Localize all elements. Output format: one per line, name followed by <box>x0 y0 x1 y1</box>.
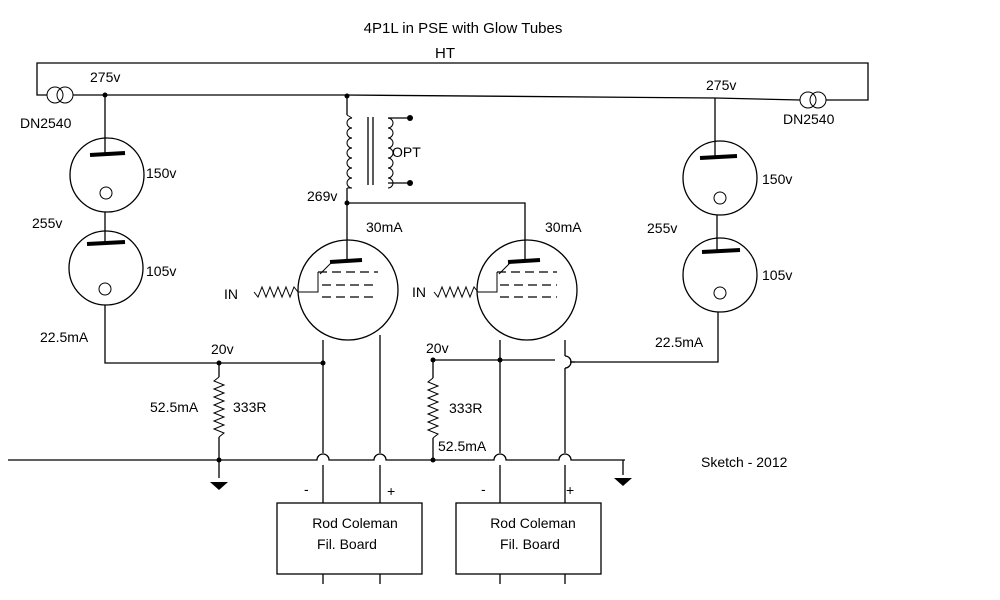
sketch-note: Sketch - 2012 <box>701 454 788 470</box>
left-mid-voltage: 255v <box>32 215 62 231</box>
ccs-right-label: DN2540 <box>783 111 835 127</box>
right-rail-voltage: 275v <box>706 77 736 93</box>
right-mid-voltage: 255v <box>647 220 677 236</box>
ht-rail-label: HT <box>435 45 455 62</box>
filament-board-left: Rod Coleman Fil. Board <box>276 502 423 575</box>
tube-left-input: IN <box>224 286 238 302</box>
right-glow-current: 22.5mA <box>655 334 704 350</box>
output-transformer <box>344 93 526 262</box>
left-resistor-current: 52.5mA <box>150 399 199 415</box>
ground-bus <box>8 453 632 486</box>
left-resistor-value: 333R <box>233 399 266 415</box>
fil-right-plus: + <box>566 482 574 498</box>
ccs-right <box>799 91 827 109</box>
opt-tap-voltage: 269v <box>307 188 337 204</box>
filament-leads <box>322 465 566 584</box>
ccs-left <box>46 86 74 104</box>
fil-left-minus: - <box>304 481 309 497</box>
filament-board-right: Rod Coleman Fil. Board <box>455 502 602 575</box>
tube-left <box>253 239 399 453</box>
ccs-left-label: DN2540 <box>20 115 72 131</box>
right-bias-voltage: 20v <box>426 340 449 356</box>
diagram-title: 4P1L in PSE with Glow Tubes <box>364 20 563 37</box>
glow-tubes-left <box>68 92 323 364</box>
left-rail-voltage: 275v <box>90 69 120 85</box>
right-resistor-current: 52.5mA <box>438 438 487 454</box>
fil-left-line2: Fil. Board <box>317 536 377 552</box>
left-bias-voltage: 20v <box>211 341 234 357</box>
right-glow-upper-voltage: 150v <box>762 171 792 187</box>
tube-right-current: 30mA <box>545 219 582 235</box>
fil-right-line1: Rod Coleman <box>490 515 576 531</box>
right-resistor-value: 333R <box>449 400 482 416</box>
left-glow-lower-voltage: 105v <box>146 263 176 279</box>
tube-right-input: IN <box>412 284 426 300</box>
glow-tubes-right <box>570 98 758 363</box>
tube-right <box>433 239 578 453</box>
left-glow-upper-voltage: 150v <box>146 165 176 181</box>
bias-resistor-right <box>426 357 575 463</box>
fil-right-minus: - <box>481 481 486 497</box>
fil-left-plus: + <box>387 483 395 499</box>
opt-label: OPT <box>392 144 421 160</box>
ht-rail <box>36 62 869 101</box>
fil-right-line2: Fil. Board <box>500 536 560 552</box>
fil-left-line1: Rod Coleman <box>312 515 398 531</box>
right-glow-lower-voltage: 105v <box>762 267 792 283</box>
bias-resistor-left <box>210 360 228 490</box>
left-glow-current: 22.5mA <box>40 329 89 345</box>
tube-left-current: 30mA <box>366 219 403 235</box>
